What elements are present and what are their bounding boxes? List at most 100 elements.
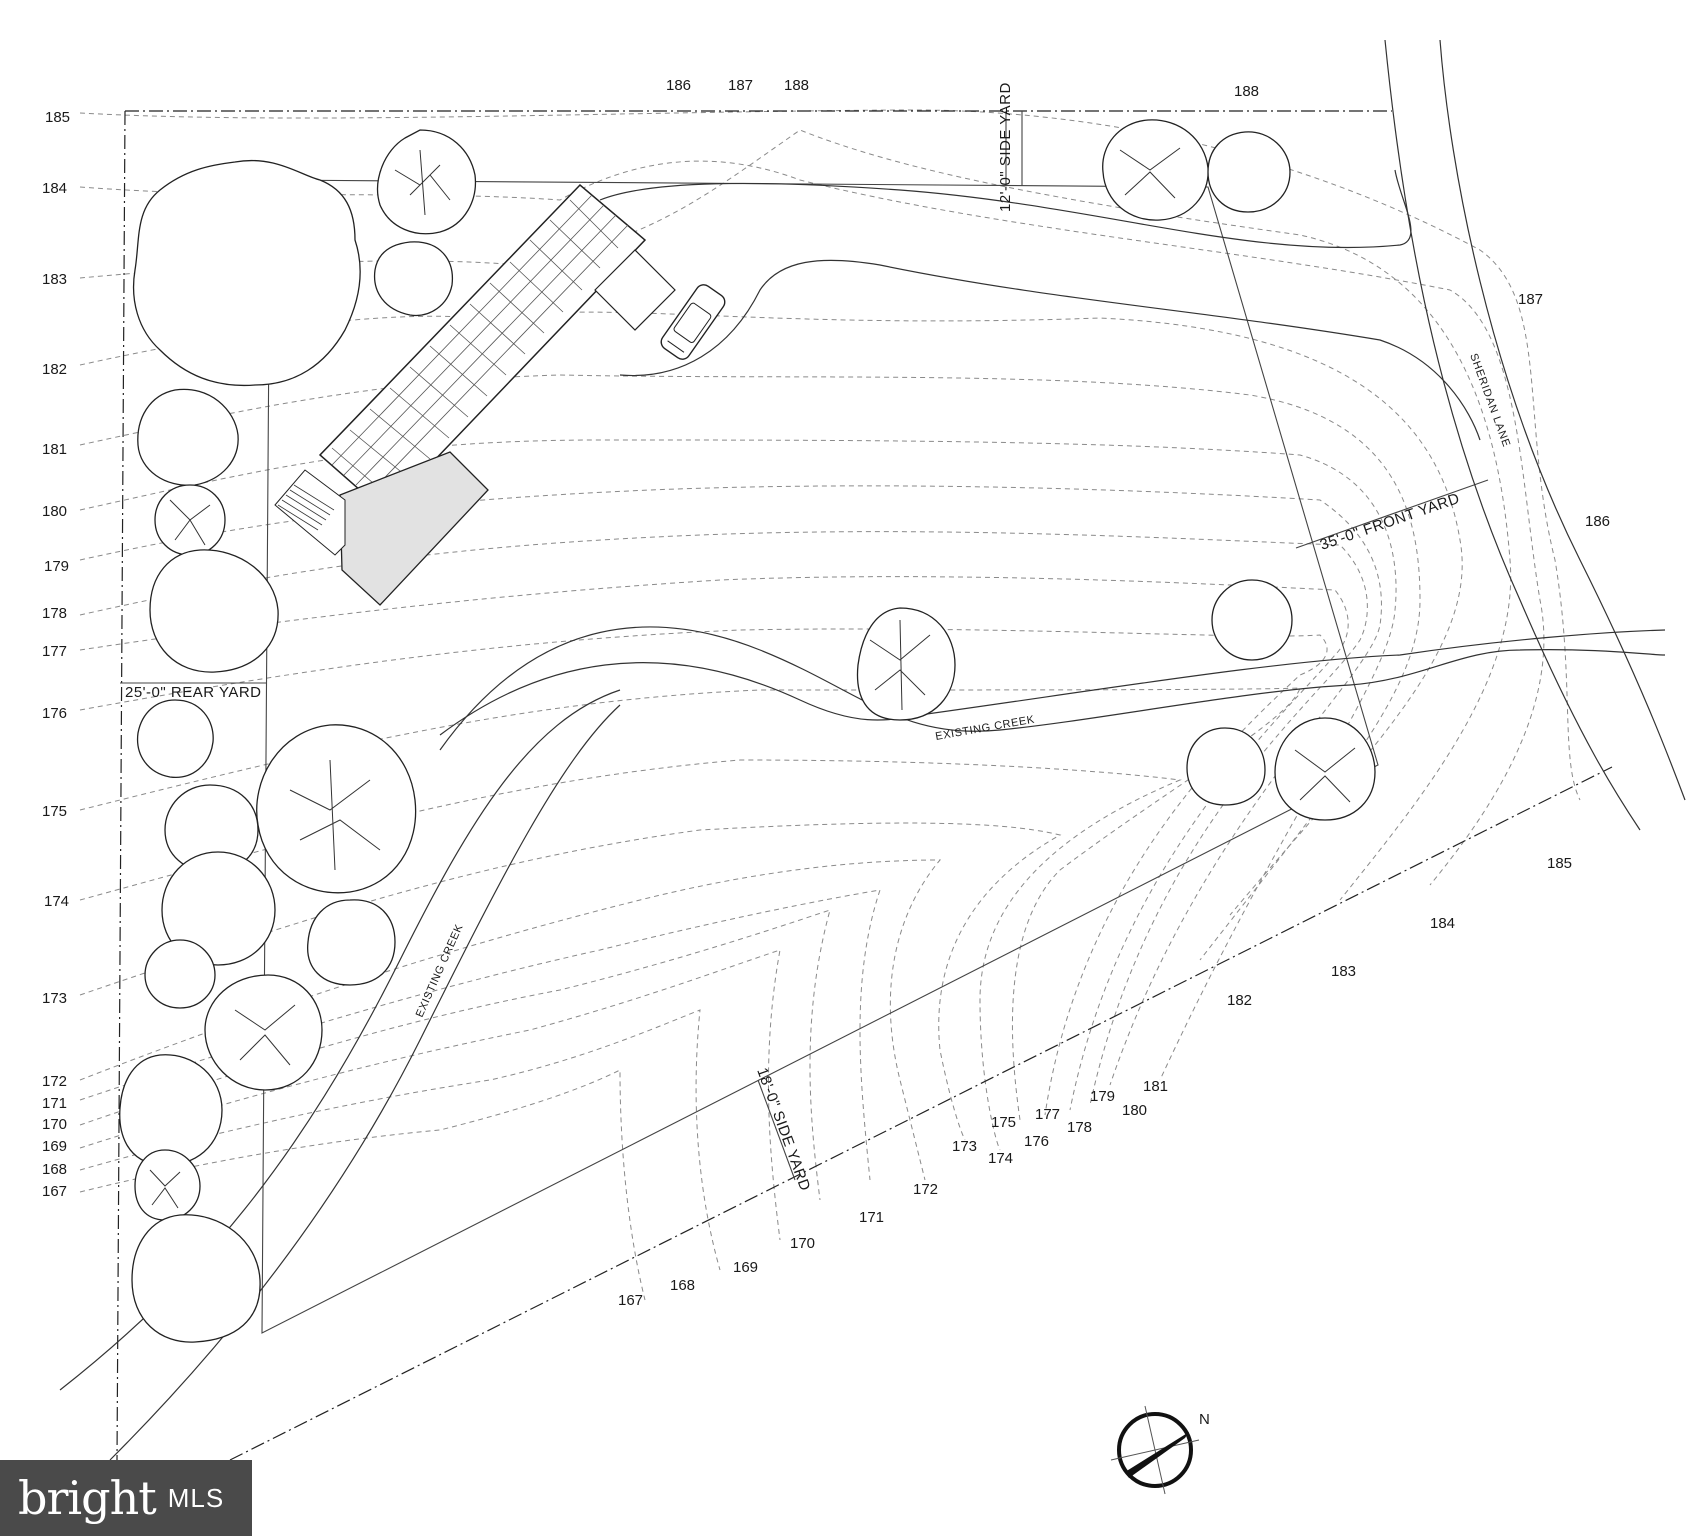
- tree-west-4: [136, 699, 214, 778]
- north-arrow: N: [1110, 1405, 1210, 1495]
- creek-lower-east-edge: [109, 704, 621, 1461]
- house: [274, 183, 676, 606]
- contour-labels-east: 187 186 185 184 183 182: [1227, 291, 1610, 1009]
- south-yard-dimension-line: [757, 1079, 796, 1181]
- tree-west-9: [307, 899, 396, 986]
- tree-west-13: [131, 1214, 261, 1343]
- contour-168: [79, 1009, 721, 1271]
- contour-176: [79, 628, 1328, 1116]
- contour-label: 188: [1234, 83, 1259, 100]
- contour-labels-north: 186 187 188 188: [666, 77, 1259, 100]
- watermark-brand: bright: [18, 1471, 157, 1525]
- house-lower-wing: [339, 451, 489, 606]
- contour-label: 187: [728, 77, 753, 94]
- contour-label: 177: [42, 643, 67, 660]
- side-yard-south-label: 18'-0" SIDE YARD: [753, 1066, 813, 1194]
- tree-east-a: [1211, 579, 1293, 661]
- side-yard-north-label: 12'-0" SIDE YARD: [997, 82, 1014, 212]
- contour-181: [79, 374, 1421, 961]
- contour-label: 168: [42, 1161, 67, 1178]
- contour-label: 182: [1227, 992, 1252, 1009]
- contour-169: [79, 949, 781, 1241]
- tree-west-7: [161, 851, 276, 966]
- contour-175: [79, 687, 1301, 1121]
- contour-182: [79, 311, 1463, 916]
- north-arrow-ring: [1117, 1412, 1193, 1488]
- creek-lower-label: EXISTING CREEK: [414, 922, 466, 1019]
- contour-label: 175: [991, 1114, 1016, 1131]
- contour-label: 171: [42, 1095, 67, 1112]
- contour-label: 168: [670, 1277, 695, 1294]
- contour-label: 170: [42, 1116, 67, 1133]
- property-line-west: [116, 110, 126, 1461]
- contour-label: 173: [952, 1138, 977, 1155]
- contour-label: 187: [1518, 291, 1543, 308]
- contour-183: [79, 129, 1512, 901]
- tree-west-11: [119, 1054, 223, 1166]
- tree-east-b: [1186, 727, 1266, 806]
- contour-184: [79, 160, 1545, 886]
- tree-west-8: [144, 939, 216, 1009]
- contour-label: 169: [42, 1138, 67, 1155]
- road-edge-west: [1384, 39, 1641, 831]
- contour-label: 170: [790, 1235, 815, 1252]
- contour-167: [79, 1069, 646, 1301]
- contour-label: 180: [1122, 1102, 1147, 1119]
- contour-label: 188: [784, 77, 809, 94]
- tree-west-3: [149, 549, 279, 673]
- house-garage: [594, 249, 676, 331]
- tree-large-northwest: [132, 160, 361, 387]
- contour-178: [79, 531, 1368, 1106]
- contour-label: 181: [42, 441, 67, 458]
- tree-west-1: [137, 388, 239, 486]
- contour-label: 183: [1331, 963, 1356, 980]
- contour-label: 167: [42, 1183, 67, 1200]
- contour-label: 167: [618, 1292, 643, 1309]
- tree-northeast-a: [1102, 119, 1209, 221]
- street-label: SHERIDAN LANE: [1467, 352, 1512, 449]
- contour-label: 178: [42, 605, 67, 622]
- contour-label: 180: [42, 503, 67, 520]
- contour-label: 174: [988, 1150, 1013, 1167]
- tree-west-5: [256, 724, 417, 894]
- contour-label: 183: [42, 271, 67, 288]
- tree-center: [856, 607, 956, 721]
- setback-envelope: [261, 179, 1379, 1334]
- contour-185: [79, 109, 1581, 801]
- north-arrow-label: N: [1199, 1411, 1210, 1428]
- rear-yard-label: 25'-0" REAR YARD: [125, 684, 262, 701]
- contour-labels-south: 181 180 179 178 177 176 175 174 173 172 …: [618, 1078, 1168, 1309]
- contour-label: 174: [44, 893, 69, 910]
- contour-171: [79, 889, 881, 1181]
- property-lines: [116, 110, 1613, 1461]
- contour-label: 176: [1024, 1133, 1049, 1150]
- contour-label: 186: [666, 77, 691, 94]
- car: [660, 284, 726, 360]
- contour-label: 171: [859, 1209, 884, 1226]
- contour-173: [79, 822, 1062, 1141]
- driveway: [599, 169, 1481, 441]
- contour-label: 179: [44, 558, 69, 575]
- tree-northeast-b: [1207, 131, 1291, 213]
- setback-lines: [120, 111, 1489, 1334]
- tree-north-a: [376, 129, 477, 235]
- contour-label: 179: [1090, 1088, 1115, 1105]
- front-yard-dimension-line: [1295, 479, 1489, 549]
- driveway-edge-north: [599, 169, 1412, 249]
- contour-labels-west: 185 184 183 182 181 180 179 178 177 176 …: [42, 109, 70, 1200]
- contour-label: 173: [42, 990, 67, 1007]
- house-deck: [274, 469, 346, 556]
- contour-label: 181: [1143, 1078, 1168, 1095]
- contour-label: 185: [45, 109, 70, 126]
- driveway-edge-south: [619, 259, 1481, 441]
- contour-label: 182: [42, 361, 67, 378]
- front-yard-label: 35'-0" FRONT YARD: [1318, 490, 1462, 554]
- trees: [119, 119, 1376, 1343]
- roof-ribs: [331, 194, 629, 501]
- contour-label: 178: [1067, 1119, 1092, 1136]
- house-roof: [318, 183, 647, 514]
- tree-east-c: [1274, 717, 1376, 821]
- mls-watermark: bright MLS: [0, 1460, 252, 1536]
- road: [1384, 39, 1686, 831]
